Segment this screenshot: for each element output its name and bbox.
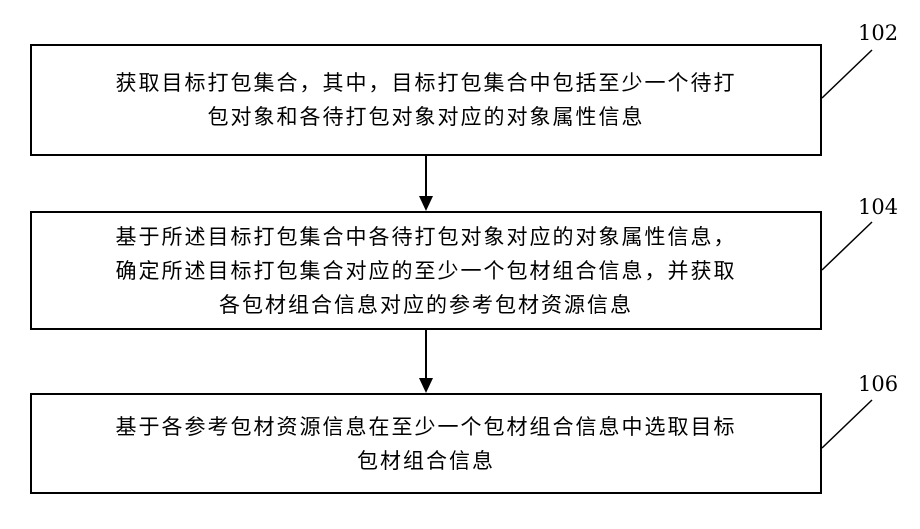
ref-label-106: 106 bbox=[858, 372, 898, 396]
step-box-104: 基于所述目标打包集合中各待打包对象对应的对象属性信息， 确定所述目标打包集合对应… bbox=[30, 211, 822, 330]
arrowhead-1-2 bbox=[419, 196, 433, 211]
step-104-line-2: 确定所述目标打包集合对应的至少一个包材组合信息，并获取 bbox=[116, 254, 737, 288]
arrowhead-2-3 bbox=[419, 378, 433, 393]
step-102-line-1: 获取目标打包集合，其中，目标打包集合中包括至少一个待打 bbox=[116, 66, 737, 100]
step-106-line-2: 包材组合信息 bbox=[357, 444, 495, 478]
step-box-106: 基于各参考包材资源信息在至少一个包材组合信息中选取目标 包材组合信息 bbox=[30, 393, 822, 494]
step-102-line-2: 包对象和各待打包对象对应的对象属性信息 bbox=[208, 100, 645, 134]
step-104-line-3: 各包材组合信息对应的参考包材资源信息 bbox=[219, 288, 633, 322]
step-104-line-1: 基于所述目标打包集合中各待打包对象对应的对象属性信息， bbox=[116, 220, 737, 254]
ref-leader-102 bbox=[822, 50, 872, 98]
ref-leader-104 bbox=[822, 222, 872, 270]
ref-label-104: 104 bbox=[858, 195, 898, 219]
step-106-line-1: 基于各参考包材资源信息在至少一个包材组合信息中选取目标 bbox=[116, 410, 737, 444]
ref-leader-106 bbox=[822, 400, 872, 448]
ref-label-102: 102 bbox=[858, 21, 898, 45]
step-box-102: 获取目标打包集合，其中，目标打包集合中包括至少一个待打 包对象和各待打包对象对应… bbox=[30, 44, 822, 156]
